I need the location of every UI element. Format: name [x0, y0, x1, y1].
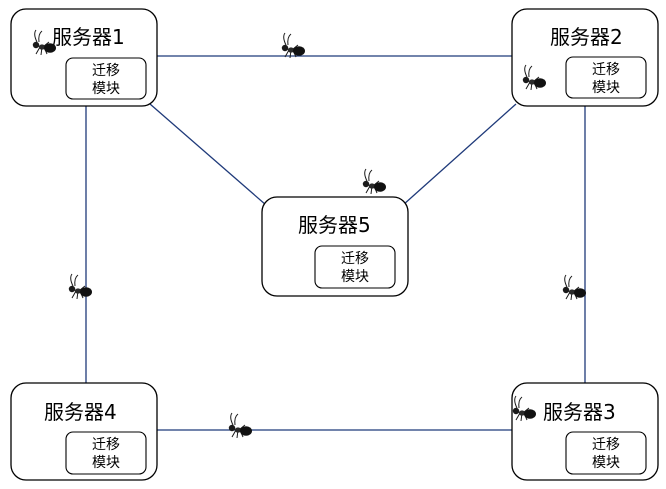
module-label-line1: 迁移 [341, 251, 369, 267]
module-box [65, 57, 147, 100]
server-2[interactable]: 服务器2 迁移 模块 [511, 8, 659, 107]
module-box [565, 56, 647, 99]
module-label-line1: 迁移 [592, 62, 620, 78]
migration-module[interactable]: 迁移 模块 [65, 431, 147, 475]
link-s1-s5 [149, 103, 267, 206]
ant-icon [281, 32, 306, 59]
module-box [65, 431, 147, 475]
module-label-line1: 迁移 [592, 437, 620, 453]
server-label: 服务器1 [52, 25, 125, 49]
server-3[interactable]: 服务器3 迁移 模块 [511, 382, 659, 481]
module-box [565, 431, 647, 475]
module-label-line2: 模块 [92, 81, 120, 97]
migration-module[interactable]: 迁移 模块 [565, 56, 647, 99]
ant-icon [228, 412, 253, 439]
migration-module[interactable]: 迁移 模块 [314, 245, 396, 289]
ant-icon [562, 274, 587, 301]
module-box [314, 245, 396, 289]
server-label: 服务器2 [550, 25, 623, 49]
ant-icon [68, 273, 93, 300]
link-s2-s5 [402, 103, 517, 206]
migration-module[interactable]: 迁移 模块 [565, 431, 647, 475]
migration-module[interactable]: 迁移 模块 [65, 57, 147, 100]
module-label-line2: 模块 [92, 455, 120, 471]
ant-icon [362, 168, 387, 195]
module-label-line2: 模块 [592, 80, 620, 96]
server-1[interactable]: 服务器1 迁移 模块 [10, 8, 158, 107]
module-label-line2: 模块 [341, 269, 369, 285]
module-label-line2: 模块 [592, 455, 620, 471]
server-label: 服务器3 [543, 400, 616, 424]
server-5[interactable]: 服务器5 迁移 模块 [261, 196, 409, 297]
module-label-line1: 迁移 [92, 63, 120, 79]
server-label: 服务器4 [44, 400, 117, 424]
server-label: 服务器5 [298, 213, 371, 237]
server-4[interactable]: 服务器4 迁移 模块 [10, 382, 158, 481]
module-label-line1: 迁移 [92, 437, 120, 453]
links [85, 55, 586, 431]
